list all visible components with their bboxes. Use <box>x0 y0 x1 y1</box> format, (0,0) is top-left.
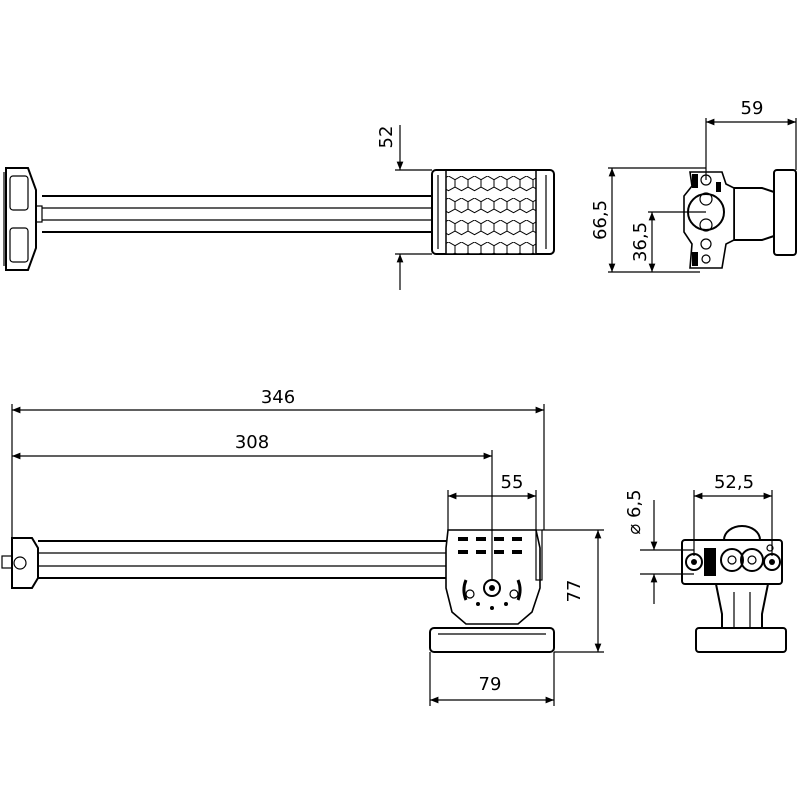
dim-width-top: 52 <box>376 126 397 149</box>
top-view: 52 <box>3 125 555 290</box>
dim-base-width: 79 <box>479 674 502 695</box>
dim-hole-diameter: ⌀ 6,5 <box>624 489 645 534</box>
side-view: 59 66,5 36,5 <box>590 98 797 273</box>
dim-side-height: 66,5 <box>590 200 611 240</box>
dim-side-hole-height: 36,5 <box>630 222 651 262</box>
front-view: 346 308 55 77 79 <box>1 387 604 706</box>
dim-bracket-width: 55 <box>501 472 524 493</box>
dim-overall-length: 346 <box>261 387 295 408</box>
dim-hole-spacing: 52,5 <box>714 472 754 493</box>
dim-rail-length: 308 <box>235 432 269 453</box>
dim-side-depth: 59 <box>741 98 764 119</box>
end-view: ⌀ 6,5 52,5 <box>624 472 787 653</box>
bracket-slots <box>458 537 522 554</box>
dim-mount-height: 77 <box>564 580 585 603</box>
